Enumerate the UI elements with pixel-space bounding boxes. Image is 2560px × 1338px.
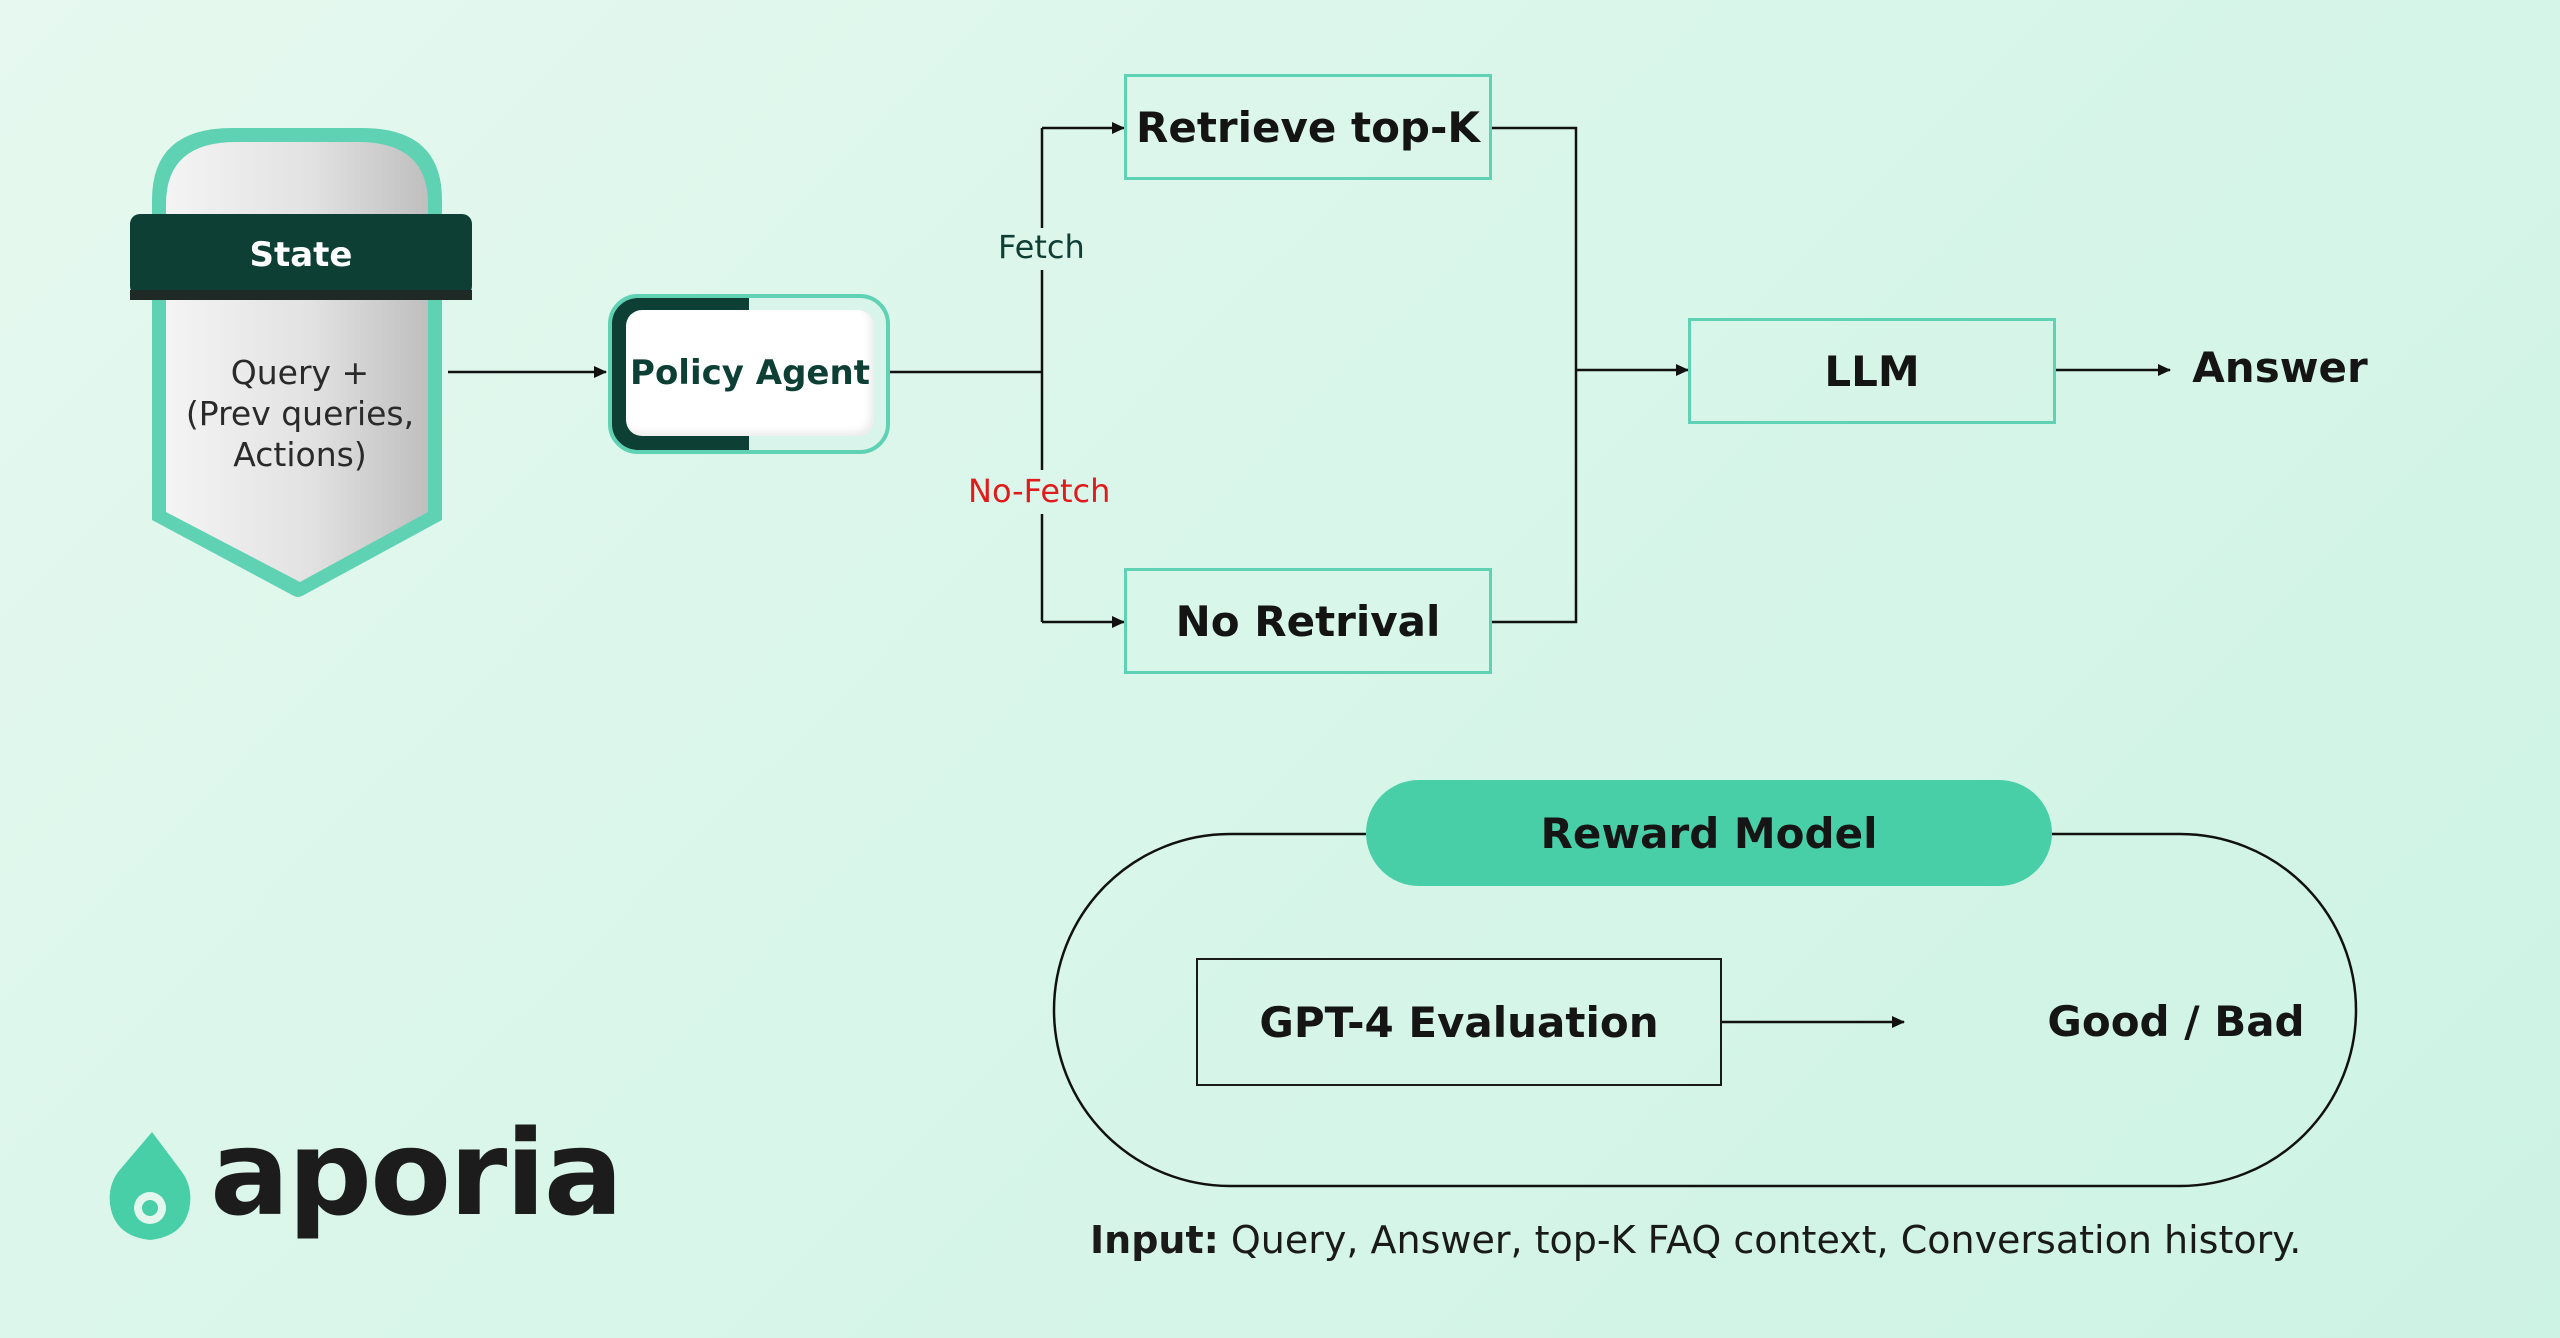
- retrieve-top-k-node: Retrieve top-K: [1124, 74, 1492, 180]
- no-fetch-label: No-Fetch: [968, 472, 1111, 510]
- llm-node: LLM: [1688, 318, 2056, 424]
- reward-model-title: Reward Model: [1366, 780, 2052, 886]
- state-line: (Prev queries,: [185, 394, 415, 433]
- reward-model-loop: [1052, 832, 2358, 1188]
- no-retrieval-node: No Retrival: [1124, 568, 1492, 674]
- answer-label: Answer: [2192, 342, 2368, 392]
- input-note-text: Query, Answer, top-K FAQ context, Conver…: [1218, 1218, 2302, 1262]
- state-line: Actions): [233, 435, 367, 474]
- input-note: Input: Query, Answer, top-K FAQ context,…: [1090, 1218, 2330, 1262]
- aporia-logo-text: aporia: [210, 1104, 623, 1242]
- state-title: State: [249, 235, 353, 275]
- gpt4-evaluation-node: GPT-4 Evaluation: [1196, 958, 1722, 1086]
- state-line: Query +: [230, 353, 370, 392]
- aporia-logo-icon: [109, 1132, 191, 1240]
- fetch-label: Fetch: [998, 228, 1085, 266]
- good-bad-output: Good / Bad: [2047, 996, 2305, 1046]
- input-note-prefix: Input:: [1090, 1218, 1219, 1262]
- state-shield: [130, 128, 472, 597]
- policy-agent-node: Policy Agent: [608, 294, 890, 454]
- edge-merge: [1492, 126, 1578, 624]
- state-body: Query + (Prev queries, Actions): [150, 352, 450, 475]
- policy-agent-label: Policy Agent: [626, 310, 874, 436]
